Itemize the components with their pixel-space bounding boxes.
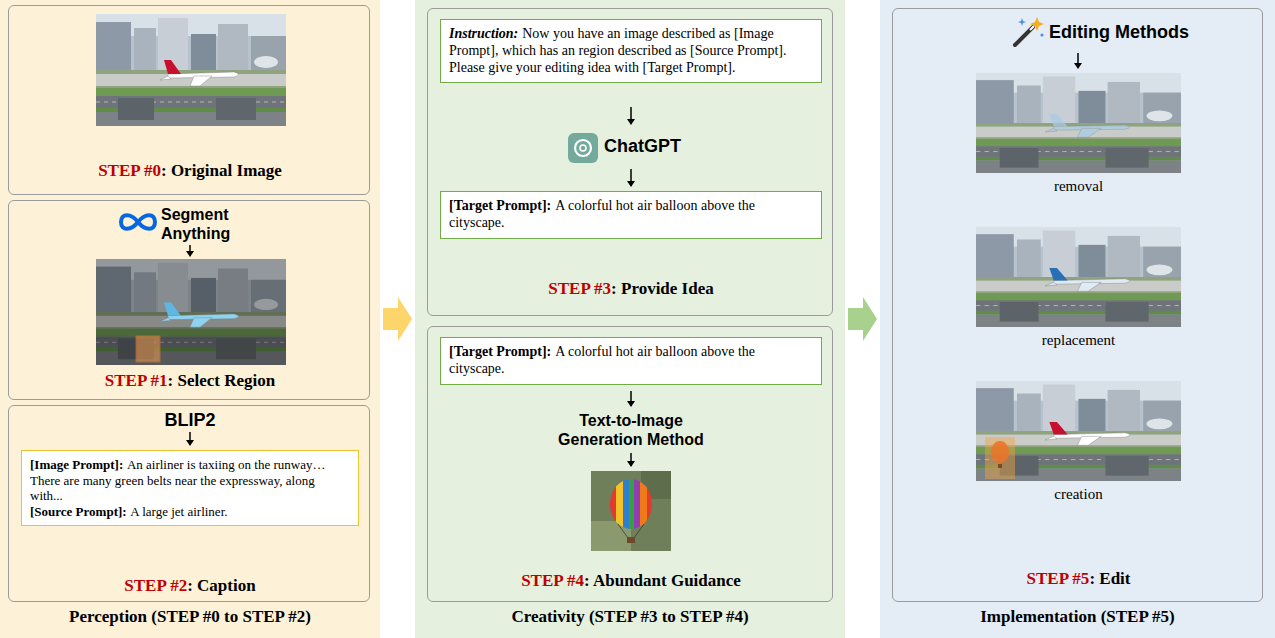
prompt-text: A large jet airliner. xyxy=(130,504,227,519)
step-box: Text-to-Image Generation MethodSTEP #4: … xyxy=(427,326,833,602)
flow-arrow-head xyxy=(627,119,635,125)
stage-arrow xyxy=(383,297,412,341)
text-line: Text-to-Image Generation Method xyxy=(541,411,721,449)
edit-label: replacement xyxy=(893,331,1264,349)
tool-name: Text-to-Image Generation Method xyxy=(558,412,704,448)
text-line: Perception (STEP #0 to STEP #2) xyxy=(0,607,380,627)
selected-airliner xyxy=(160,303,239,328)
chatgpt-logo xyxy=(568,133,598,163)
prompt-box: [Image Prompt]:An airliner is taxiing on… xyxy=(21,450,359,526)
stage-caption: Implementation (STEP #5) xyxy=(980,607,1175,626)
step-number: STEP #1 xyxy=(105,371,168,390)
prompt-box: [Target Prompt]:A colorful hot air ballo… xyxy=(440,191,822,239)
text-line: Editing Methods xyxy=(1049,22,1249,44)
step-number: STEP #3 xyxy=(548,279,611,298)
flow-arrow-head xyxy=(627,181,635,187)
text-line: ChatGPT xyxy=(604,136,744,158)
text-line: STEP #5: Edit xyxy=(893,569,1264,589)
stage-panel: Creativity (STEP #3 to STEP #4) ChatGPT S… xyxy=(415,0,845,638)
tool-name: ChatGPT xyxy=(604,136,681,156)
instruction-box: Instruction:Now you have an image descri… xyxy=(440,19,822,83)
dim-overlay xyxy=(96,259,286,365)
flow-arrow-head xyxy=(1074,63,1082,69)
wand-icon xyxy=(1015,17,1044,45)
tool-name: Editing Methods xyxy=(1049,22,1189,42)
text-line: STEP #4: Abundant Guidance xyxy=(428,571,834,591)
step-number: STEP #5 xyxy=(1027,569,1090,588)
city-photo xyxy=(96,14,286,126)
flow-arrow-head xyxy=(627,461,635,467)
step-title: : Original Image xyxy=(161,161,282,180)
prompt-box: [Target Prompt]:A colorful hot air ballo… xyxy=(440,337,822,385)
step-number: STEP #0 xyxy=(98,161,161,180)
tool-name: Segment Anything xyxy=(161,206,230,242)
prompt-key: [Image Prompt]: xyxy=(30,457,123,472)
flow-arrow xyxy=(189,432,191,440)
balloon-image xyxy=(591,471,671,551)
flow-arrow xyxy=(630,169,632,181)
removal-image xyxy=(976,73,1181,173)
prompt-key: [Target Prompt]: xyxy=(449,198,551,213)
tool-name: BLIP2 xyxy=(164,410,215,430)
text-line: Implementation (STEP #5) xyxy=(880,607,1275,627)
text-line: STEP #2: Caption xyxy=(9,576,371,596)
text-line: Instruction:Now you have an image descri… xyxy=(449,26,813,76)
instruction-key: Instruction: xyxy=(449,26,518,41)
text-line: STEP #3: Provide Idea xyxy=(428,279,834,299)
stage-panel: Implementation (STEP #5) Editing Methods… xyxy=(880,0,1275,638)
flow-arrow xyxy=(630,391,632,401)
flow-arrow xyxy=(1077,53,1079,63)
city-photo xyxy=(96,259,286,365)
text-line: BLIP2 xyxy=(9,410,371,432)
flow-arrow-head xyxy=(186,440,194,446)
text-line: [Image Prompt]:An airliner is taxiing on… xyxy=(30,457,350,519)
step-title: : Caption xyxy=(187,576,255,595)
edit-label: creation xyxy=(893,485,1264,503)
step-number: STEP #4 xyxy=(521,571,584,590)
text-line: Segment Anything xyxy=(161,205,246,243)
text-line: Creativity (STEP #3 to STEP #4) xyxy=(415,607,845,627)
text-line: [Target Prompt]:A colorful hot air ballo… xyxy=(449,198,813,232)
stage-arrow xyxy=(848,297,877,341)
text-line: STEP #0: Original Image xyxy=(9,161,371,181)
step-box: Segment AnythingSTEP #1: Select Region xyxy=(8,200,370,400)
flow-arrow-head xyxy=(186,251,194,257)
replacement-image xyxy=(976,227,1181,327)
flow-arrow-head xyxy=(627,401,635,407)
creation-image xyxy=(976,381,1181,481)
edit-illustration xyxy=(893,9,1264,603)
step-title: : Abundant Guidance xyxy=(584,571,741,590)
prompt-key: [Target Prompt]: xyxy=(449,344,551,359)
step-title: : Edit xyxy=(1089,569,1130,588)
flow-arrow xyxy=(189,245,191,251)
prompt-key: [Source Prompt]: xyxy=(30,504,127,519)
stage-caption: Creativity (STEP #3 to STEP #4) xyxy=(511,607,748,626)
step-box: ChatGPT STEP #3: Provide Idea Instruction:… xyxy=(427,8,833,316)
flow-arrow xyxy=(630,453,632,461)
edit-label: removal xyxy=(893,177,1264,195)
step-title: : Select Region xyxy=(168,371,276,390)
text-line: [Target Prompt]:A colorful hot air ballo… xyxy=(449,344,813,378)
stage-caption: Perception (STEP #0 to STEP #2) xyxy=(69,607,311,626)
stage-panel: Perception (STEP #0 to STEP #2) STEP #0:… xyxy=(0,0,380,638)
meta-logo xyxy=(121,215,155,229)
airliner xyxy=(160,60,239,86)
step-title: : Provide Idea xyxy=(611,279,714,298)
step-box: STEP #0: Original Image xyxy=(8,5,370,195)
selection-box xyxy=(136,336,160,362)
step-number: STEP #2 xyxy=(124,576,187,595)
step-box: Editing MethodsSTEP #5: Edit removal repla… xyxy=(892,8,1263,602)
step-box: BLIP2STEP #2: Caption [Image Prompt]:An a… xyxy=(8,405,370,602)
flow-arrow xyxy=(630,107,632,119)
text-line: STEP #1: Select Region xyxy=(9,371,371,391)
